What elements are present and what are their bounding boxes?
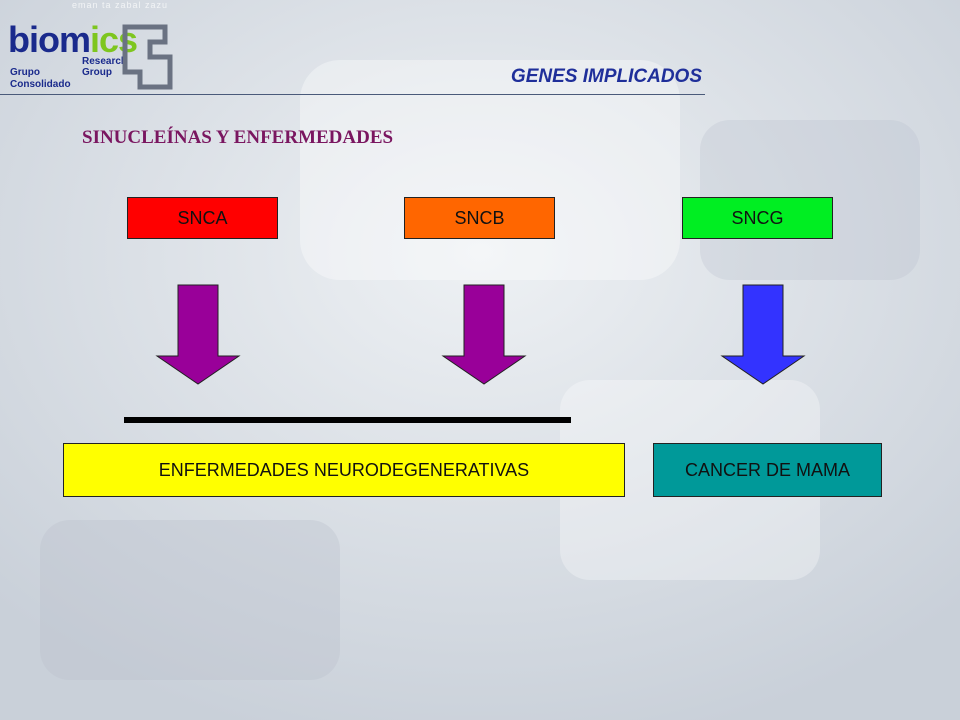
logo-grupo: Grupo — [10, 67, 40, 78]
grouping-bar — [124, 417, 571, 423]
logo-consolidado: Consolidado — [10, 79, 71, 90]
gene-box-sncb: SNCB — [404, 197, 555, 239]
logo: eman ta zabal zazu biomics Research Grou… — [0, 0, 220, 95]
header-divider — [0, 94, 705, 95]
page-title: GENES IMPLICADOS — [510, 66, 702, 87]
logo-group: Group — [82, 67, 112, 78]
logo-research: Research — [82, 56, 128, 67]
logo-wordmark: biomics — [8, 19, 138, 60]
gene-box-snca: SNCA — [127, 197, 278, 239]
logo-word-part1: biom — [8, 19, 91, 60]
arrow-sncb — [441, 284, 527, 385]
logo-emblem-icon — [122, 24, 173, 90]
gene-box-sncg: SNCG — [682, 197, 833, 239]
arrow-sncg — [720, 284, 806, 385]
logo-top-text: eman ta zabal zazu — [72, 0, 169, 10]
section-title: SINUCLEÍNAS Y ENFERMEDADES — [82, 127, 394, 148]
arrow-snca — [155, 284, 241, 385]
result-box-breast-cancer: CANCER DE MAMA — [653, 443, 882, 497]
result-box-neurodegenerative: ENFERMEDADES NEURODEGENERATIVAS — [63, 443, 625, 497]
